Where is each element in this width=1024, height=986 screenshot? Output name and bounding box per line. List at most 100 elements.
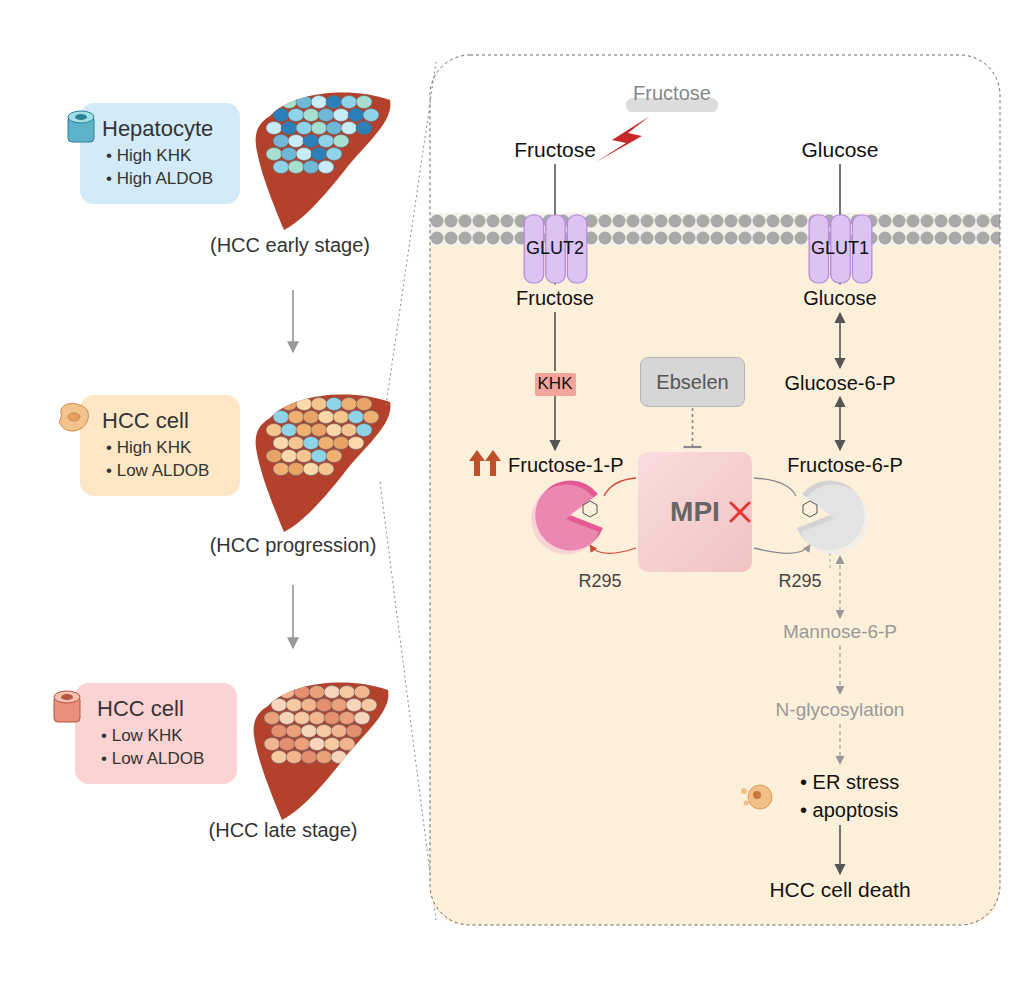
liver-cell xyxy=(333,135,349,148)
illustration-part xyxy=(753,791,761,799)
liver-cell xyxy=(318,437,334,450)
liver-cell xyxy=(318,109,334,122)
binding-arrow xyxy=(604,478,636,496)
liver-cell xyxy=(311,450,327,463)
blocked-mark xyxy=(731,503,749,521)
illustration-part xyxy=(60,403,89,431)
illustration-part xyxy=(531,484,599,554)
liver-cell xyxy=(326,424,342,437)
illustration-part xyxy=(266,398,379,476)
zoom-panel xyxy=(430,55,1000,925)
text-label: N-glycosylation xyxy=(776,699,905,722)
zoom-line xyxy=(380,482,436,920)
liver-cell xyxy=(348,411,364,424)
liver-cell xyxy=(331,751,347,764)
illustration-part xyxy=(75,114,87,120)
liver-cell xyxy=(286,751,302,764)
liver-cell xyxy=(303,109,319,122)
liver-cell xyxy=(363,109,379,122)
liver-cell xyxy=(339,738,355,751)
text-label: • apoptosis xyxy=(800,798,898,822)
liver-cell xyxy=(318,161,334,174)
illustration-part xyxy=(803,501,817,517)
liver-cell xyxy=(311,148,327,161)
liver-cell xyxy=(288,411,304,424)
apoptotic-cell-icon xyxy=(741,785,772,809)
liver-cell xyxy=(286,725,302,738)
liver-cell xyxy=(288,109,304,122)
liver-cell xyxy=(286,699,302,712)
liver-cell xyxy=(316,725,332,738)
illustration-part xyxy=(68,413,80,421)
lightning-bolt xyxy=(596,116,650,162)
node-text: • Low KHK xyxy=(101,724,183,748)
liver-cell xyxy=(303,437,319,450)
liver-cell xyxy=(318,463,334,476)
transporter: GLUT1 xyxy=(807,213,874,285)
liver-cell xyxy=(311,424,327,437)
illustration-part xyxy=(554,312,556,371)
liver-cell xyxy=(316,751,332,764)
liver-cell xyxy=(273,161,289,174)
inhibitor-box: Ebselen xyxy=(640,357,745,407)
liver-cell xyxy=(309,712,325,725)
stage-arrow xyxy=(292,290,294,352)
liver-cell xyxy=(348,109,364,122)
liver-cell xyxy=(331,725,347,738)
text-label: (HCC progression) xyxy=(210,533,377,557)
text-label: R295 xyxy=(778,571,821,593)
liver-cell xyxy=(331,699,347,712)
liver-cell xyxy=(341,96,357,109)
liver-cell xyxy=(309,686,325,699)
text-label: Fructose-1-P xyxy=(508,453,624,477)
inhibited-pathway xyxy=(839,556,841,764)
illustration-part xyxy=(68,116,94,142)
pathway-arrows xyxy=(555,164,840,874)
hcc-cell-icon xyxy=(60,403,89,431)
liver-cell xyxy=(346,699,362,712)
liver-cell xyxy=(281,398,297,411)
liver-illustration xyxy=(256,93,391,230)
liver-cell xyxy=(294,712,310,725)
liver-cell xyxy=(266,96,282,109)
text-label: Fructose-6-P xyxy=(787,453,903,477)
illustration-part xyxy=(744,801,749,806)
illustration-part xyxy=(61,694,73,700)
illustration-part xyxy=(839,313,841,368)
liver-cell xyxy=(363,411,379,424)
liver-cell xyxy=(341,424,357,437)
illustration-part xyxy=(469,450,485,476)
inhibition-connector xyxy=(684,408,702,447)
stage-arrow xyxy=(292,585,294,648)
liver-cell xyxy=(301,699,317,712)
liver-cell xyxy=(354,686,370,699)
liver-illustration xyxy=(256,395,391,532)
illustration-part xyxy=(839,556,841,618)
liver-cell xyxy=(266,122,282,135)
liver-cell xyxy=(266,398,282,411)
text-label: Fructose xyxy=(633,81,711,105)
liver-cell xyxy=(303,411,319,424)
liver-cell xyxy=(301,725,317,738)
liver-cell xyxy=(318,135,334,148)
liver-cell xyxy=(341,398,357,411)
illustration-part xyxy=(839,397,841,450)
liver-cell xyxy=(264,738,280,751)
liver-cell xyxy=(288,135,304,148)
text-label: HCC cell death xyxy=(769,877,910,902)
illustration-part xyxy=(839,646,841,694)
node-title: GLUT2 xyxy=(526,238,584,260)
illustration-part xyxy=(264,686,377,764)
node-text: • Low ALDOB xyxy=(101,747,204,771)
liver-cell xyxy=(333,109,349,122)
liver-cell xyxy=(273,411,289,424)
liver-cell xyxy=(281,148,297,161)
liver-cell xyxy=(326,122,342,135)
liver-cell xyxy=(356,96,372,109)
liver-cell xyxy=(356,424,372,437)
liver-cell xyxy=(339,712,355,725)
liver-cell xyxy=(303,161,319,174)
illustration-part xyxy=(839,825,841,874)
liver-cell xyxy=(303,463,319,476)
binding-arrow xyxy=(754,478,796,496)
